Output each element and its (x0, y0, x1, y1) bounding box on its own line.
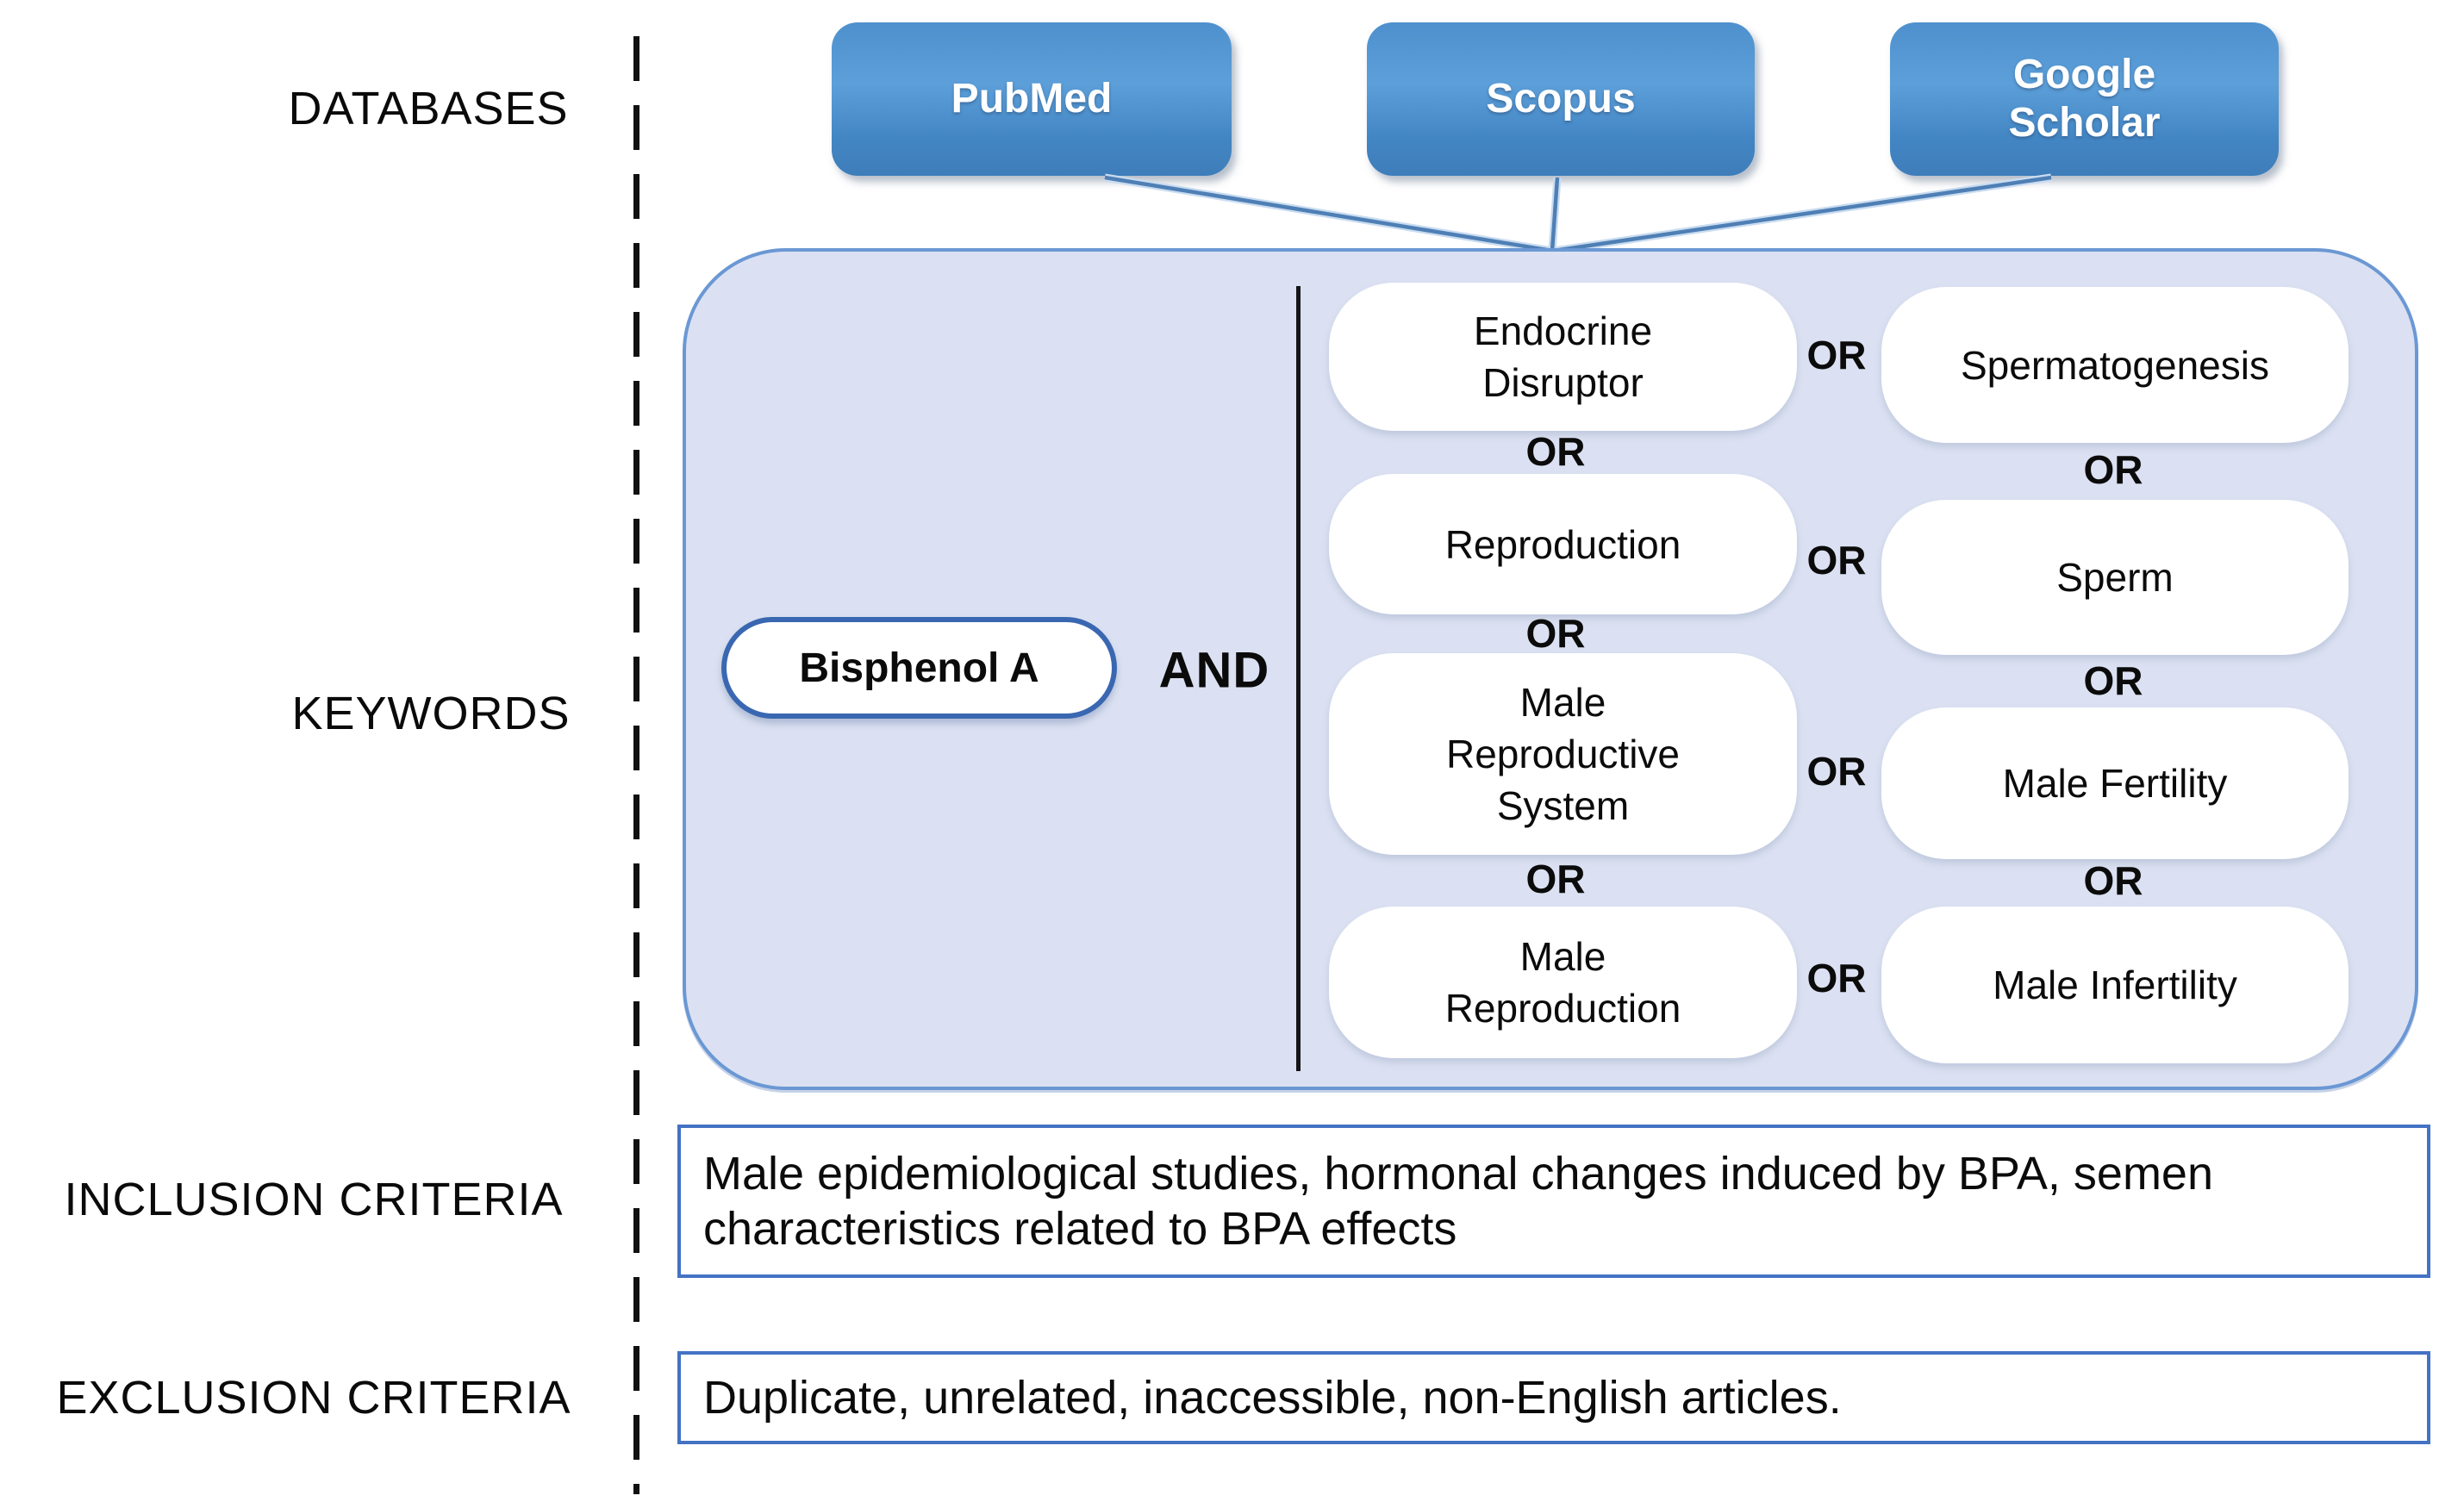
keyword-pill-male-infertility: Male Infertility (1881, 907, 2349, 1063)
keyword-label-male-infertility: Male Infertility (1993, 963, 2237, 1007)
keyword-pill-male-reproduction: Male Reproduction (1329, 907, 1797, 1058)
or-operator-mid-4: OR (1806, 956, 1867, 1000)
database-label-pubmed: PubMed (951, 76, 1113, 122)
keyword-pill-spermatogenesis: Spermatogenesis (1881, 287, 2349, 443)
or-operator-col2-1: OR (2083, 447, 2143, 492)
keyword-label-reproduction: Reproduction (1444, 521, 1681, 567)
keyword-label-endocrine-disruptor: Endocrine Disruptor (1473, 308, 1653, 405)
database-label-scopus: Scopus (1486, 76, 1636, 122)
keyword-label-male-reproduction: Male Reproduction (1444, 934, 1681, 1031)
or-operator-col2-3: OR (2083, 858, 2143, 903)
keyword-label-male-fertility: Male Fertility (2002, 761, 2228, 806)
inclusion-criteria-box: Male epidemiological studies, hormonal c… (677, 1125, 2430, 1278)
or-operator-mid-3: OR (1806, 749, 1867, 794)
keyword-label-spermatogenesis: Spermatogenesis (1961, 342, 2269, 388)
exclusion-criteria-text: Duplicate, unrelated, inaccessible, non-… (703, 1372, 1842, 1424)
and-operator-label: AND (1158, 642, 1270, 699)
or-operator-col1-3: OR (1525, 857, 1586, 901)
inclusion-row-label: INCLUSION CRITERIA (64, 1174, 564, 1225)
dashed-divider-line (633, 36, 639, 1494)
or-operator-col2-2: OR (2083, 658, 2143, 703)
exclusion-row-label: EXCLUSION CRITERIA (56, 1372, 571, 1424)
or-operator-mid-1: OR (1806, 333, 1867, 377)
keyword-label-bisphenol-a: Bisphenol A (799, 645, 1039, 691)
or-operator-col1-2: OR (1525, 611, 1586, 656)
keyword-pill-reproduction: Reproduction (1329, 474, 1797, 614)
keywords-row-label: KEYWORDS (291, 688, 571, 739)
keyword-pill-sperm: Sperm (1881, 500, 2349, 655)
database-connector-lines (1104, 173, 2052, 255)
keyword-label-sperm: Sperm (2056, 555, 2174, 600)
exclusion-criteria-box: Duplicate, unrelated, inaccessible, non-… (677, 1351, 2430, 1444)
database-box-google-scholar: Google Scholar (1890, 22, 2279, 176)
keyword-pill-male-fertility: Male Fertility (1881, 707, 2349, 859)
database-box-scopus: Scopus (1367, 22, 1755, 176)
inclusion-criteria-text: Male epidemiological studies, hormonal c… (703, 1148, 2213, 1255)
keyword-label-male-reproductive-system: Male Reproductive System (1445, 680, 1681, 828)
database-label-google-scholar: Google Scholar (2008, 52, 2161, 146)
databases-row-label: DATABASES (288, 83, 569, 134)
keyword-pill-bisphenol-a: Bisphenol A (721, 617, 1117, 719)
or-operator-col1-1: OR (1525, 429, 1586, 474)
or-operator-mid-2: OR (1806, 538, 1867, 583)
database-box-pubmed: PubMed (832, 22, 1232, 176)
keyword-pill-endocrine-disruptor: Endocrine Disruptor (1329, 283, 1797, 431)
keywords-vertical-divider (1296, 286, 1301, 1071)
keyword-pill-male-reproductive-system: Male Reproductive System (1329, 653, 1797, 855)
